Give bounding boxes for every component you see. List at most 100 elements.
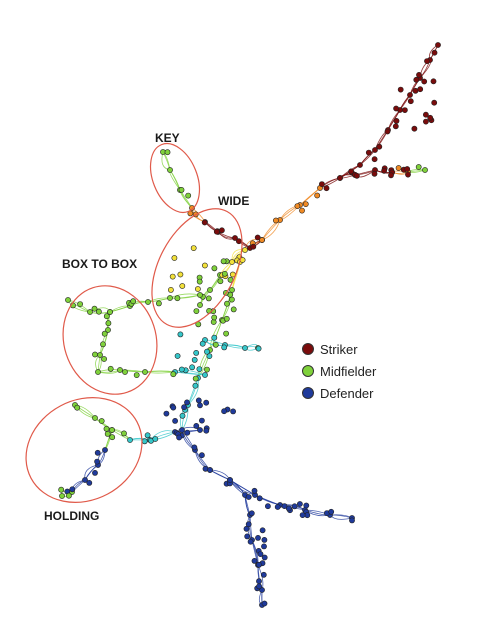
- network-node: [196, 278, 203, 285]
- legend: Striker Midfielder Defender: [302, 338, 376, 404]
- network-node: [245, 494, 252, 500]
- network-node: [299, 207, 305, 214]
- network-node: [227, 477, 233, 483]
- network-node: [141, 438, 148, 445]
- network-node: [189, 205, 195, 211]
- network-node: [274, 504, 281, 510]
- network-node: [178, 366, 185, 373]
- network-node: [109, 434, 116, 441]
- network-node: [94, 458, 100, 465]
- network-node: [256, 495, 263, 502]
- network-node: [371, 156, 378, 163]
- network-node: [211, 265, 218, 272]
- network-node: [392, 123, 399, 130]
- network-node: [193, 349, 200, 356]
- network-node: [130, 298, 137, 305]
- network-node: [388, 172, 394, 179]
- network-node: [152, 436, 159, 442]
- network-node: [413, 76, 420, 83]
- network-node: [264, 503, 271, 510]
- network-node: [272, 217, 279, 224]
- network-node: [179, 283, 186, 289]
- network-node: [199, 340, 206, 347]
- network-node: [254, 234, 261, 241]
- network-node: [244, 533, 251, 540]
- network-node: [224, 300, 230, 307]
- network-node: [101, 330, 108, 337]
- network-node: [179, 427, 185, 433]
- network-node: [197, 427, 203, 433]
- network-node: [176, 434, 182, 441]
- network-nodes: [58, 42, 441, 608]
- network-node: [435, 42, 441, 48]
- network-node: [103, 313, 110, 320]
- network-node: [203, 399, 210, 406]
- network-node: [314, 192, 321, 199]
- network-node: [381, 167, 387, 174]
- network-node: [371, 170, 378, 177]
- network-node: [296, 501, 303, 507]
- network-node: [393, 118, 400, 124]
- network-node: [223, 315, 230, 322]
- network-node: [211, 334, 218, 341]
- network-node: [109, 427, 115, 433]
- network-node: [204, 348, 210, 355]
- network-node: [242, 345, 248, 351]
- network-node: [397, 86, 404, 93]
- cluster-outline-key: [149, 143, 201, 213]
- legend-swatch-midfielder: [302, 365, 314, 377]
- network-node: [422, 167, 428, 173]
- network-node: [220, 258, 227, 265]
- network-node: [260, 571, 267, 578]
- network-node: [201, 262, 208, 269]
- network-node: [251, 487, 258, 494]
- network-node: [256, 578, 262, 585]
- network-node: [167, 286, 174, 293]
- network-node: [69, 486, 76, 493]
- network-node: [59, 493, 65, 499]
- network-node: [122, 369, 128, 375]
- network-node: [174, 295, 181, 302]
- network-node: [174, 353, 181, 359]
- network-node: [318, 181, 325, 187]
- network-node: [189, 364, 195, 371]
- cluster-outline-wide: [151, 208, 243, 328]
- network-node: [98, 418, 105, 424]
- network-node: [229, 259, 235, 265]
- network-node: [376, 143, 383, 150]
- network-node: [245, 521, 252, 528]
- network-node: [261, 554, 268, 561]
- cluster-label-key: KEY: [155, 131, 180, 145]
- network-node: [417, 86, 424, 93]
- network-node: [251, 558, 258, 564]
- network-node: [247, 538, 254, 545]
- network-node: [155, 300, 162, 307]
- network-node: [197, 292, 203, 298]
- network-node: [102, 447, 108, 453]
- network-node: [86, 479, 93, 486]
- network-node: [422, 118, 429, 125]
- network-node: [100, 341, 106, 348]
- cluster-outline-box-to-box: [62, 285, 158, 395]
- network-node: [261, 537, 268, 543]
- network-node: [163, 410, 170, 417]
- network-node: [407, 98, 414, 105]
- network-node: [101, 356, 107, 362]
- network-node: [228, 296, 235, 303]
- network-node: [121, 430, 127, 437]
- network-node: [107, 309, 113, 315]
- network-node: [328, 508, 335, 515]
- network-node: [192, 375, 199, 382]
- network-node: [145, 299, 151, 305]
- network-node: [303, 502, 310, 509]
- network-node: [299, 512, 306, 518]
- network-node: [365, 149, 372, 156]
- network-node: [207, 287, 213, 293]
- network-node: [221, 344, 228, 351]
- network-node: [259, 237, 265, 243]
- network-node: [213, 228, 220, 235]
- network-node: [170, 404, 177, 411]
- network-node: [421, 78, 428, 85]
- network-node: [223, 330, 229, 337]
